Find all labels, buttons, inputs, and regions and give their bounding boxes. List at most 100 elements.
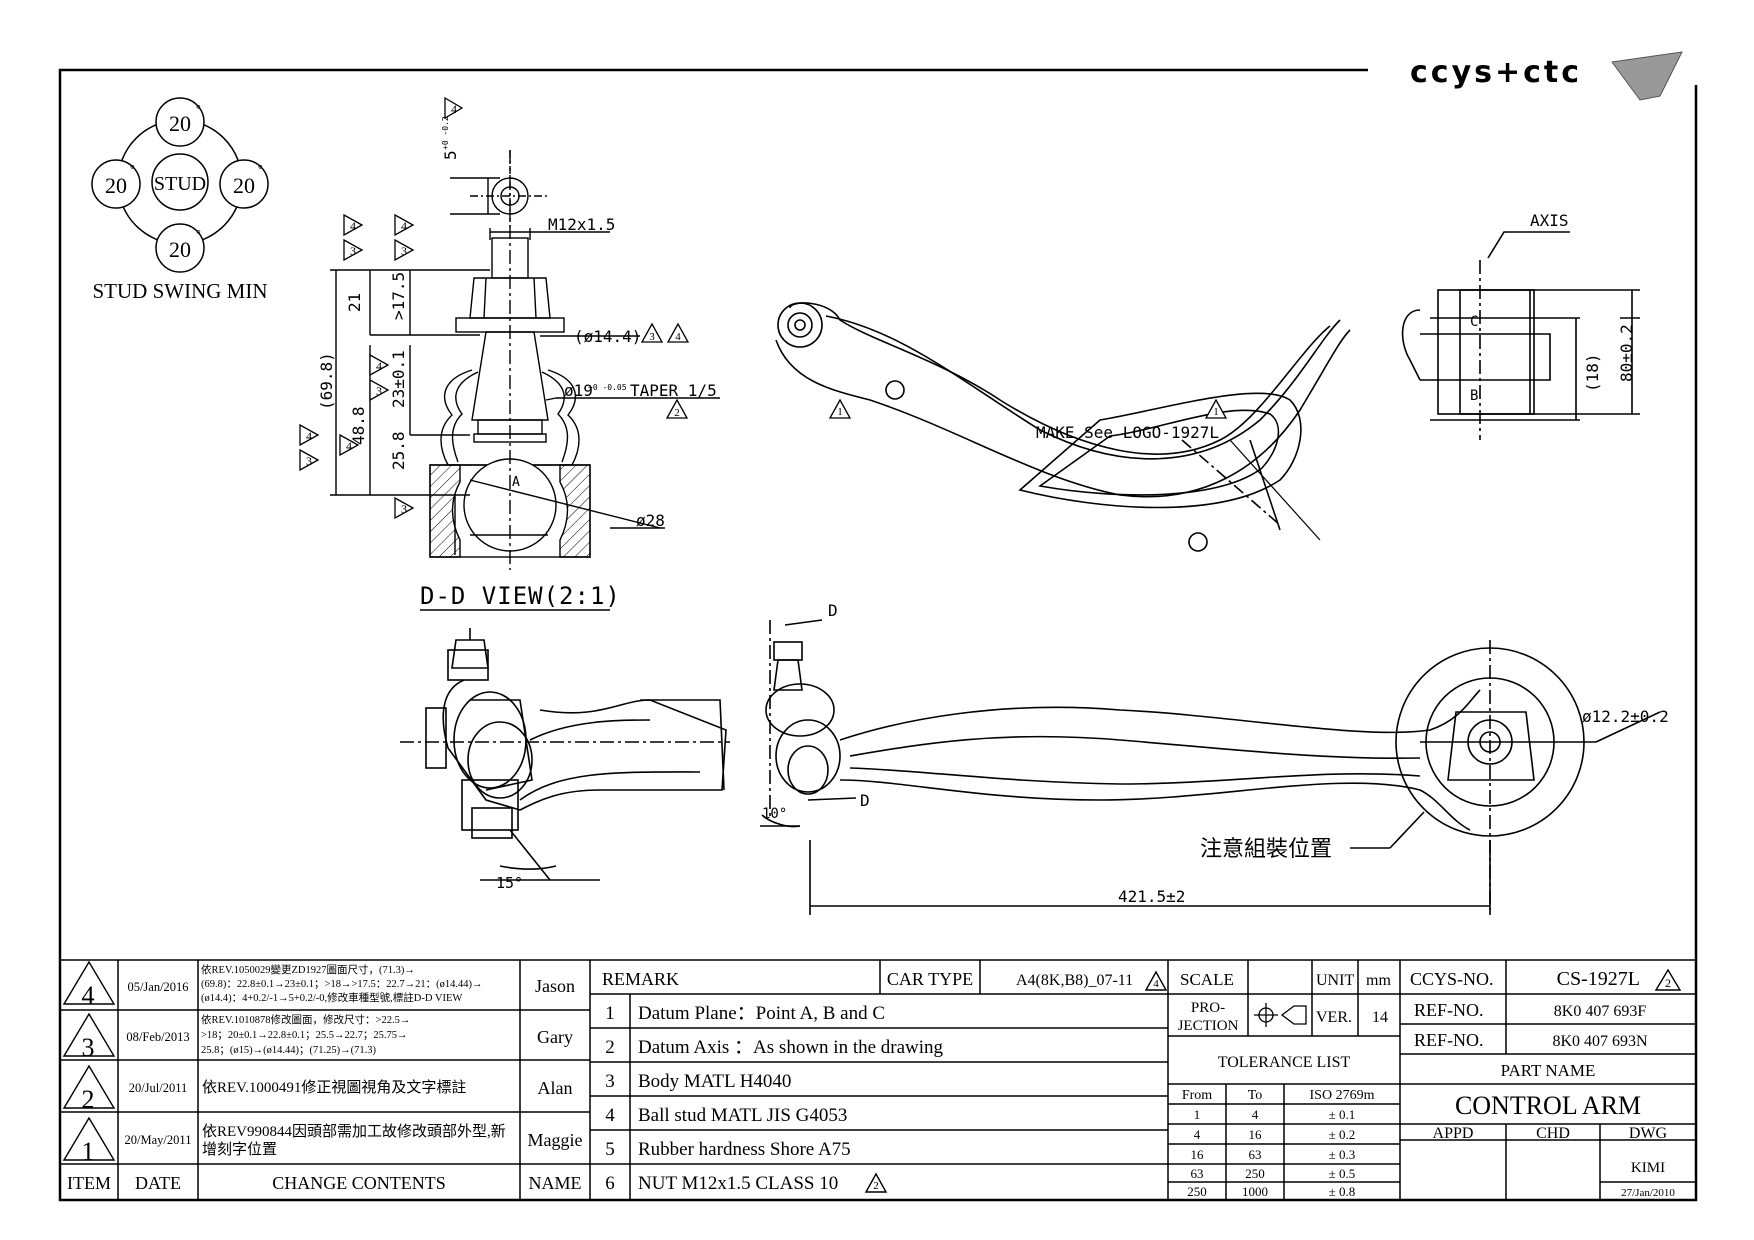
rev-row-4-line-1: 依REV990844因頭部需加工故修改頭部外型,新 [202,1123,506,1140]
rev-row-2-line-3: 25.8；(ø15)→(ø14.44)；(71.25)→(71.3) [201,1045,376,1056]
ccys-no-value: CS-1927L [1557,968,1640,990]
swing-deg-right: ° [258,162,263,176]
dim-18: (18) [1583,353,1602,392]
revision-table-triangles [62,960,1682,1193]
overall-length: 421.5±2 [1118,887,1185,906]
angle-15: 15° [496,874,523,892]
point-b: B [1470,388,1478,404]
swing-caption: STUD SWING MIN [93,279,268,303]
rev-row-3-line-1: 依REV.1000491修正視圖視角及文字標註 [202,1079,466,1096]
thread-size: M12x1.5 [548,215,615,234]
remark-3-text: Body MATL H4040 [638,1071,791,1092]
rev-row-2-line-2: >18；20±0.1→22.8±0.1；25.5→22.7；25.75→ [201,1030,407,1041]
car-type-value: A4(8K,B8)_07-11 [1016,972,1133,989]
stud-swing-diagram [91,97,269,273]
dia-28: ø28 [636,511,665,530]
dd-rev-c: 3 [350,244,356,258]
rev-row-2-date: 08/Feb/2013 [126,1030,189,1044]
dd-rev-h: 4 [306,429,312,443]
ref-no-value-1: 8K0 407 693F [1554,1003,1647,1020]
tol-1-val: ± 0.1 [1329,1107,1356,1122]
angle-10: 10° [762,806,787,822]
title-block-lines [60,959,1696,1200]
rev-row-1-line-3: (ø14.4)：4+0.2/-1→5+0.2/-0,修改車種型號,標註D-D V… [201,991,462,1004]
tol-5-val: ± 0.8 [1329,1184,1356,1199]
rev-row-1-name: Jason [535,976,575,996]
tol-3-to: 63 [1249,1147,1262,1162]
tol-2-to: 16 [1249,1127,1263,1142]
assembly-note: 注意組裝位置 [1200,837,1332,862]
swing-deg-left: ° [130,162,135,176]
dim-21: 21 [345,293,364,312]
remark-1-num: 1 [605,1003,615,1024]
drawer-name: KIMI [1631,1160,1665,1176]
dwg-label: DWG [1629,1125,1668,1142]
rev-header-contents: CHANGE CONTENTS [272,1173,446,1193]
tol-5-to: 1000 [1242,1184,1268,1199]
ver-value: 14 [1372,1009,1388,1026]
rev-row-3-name: Alan [538,1078,573,1098]
rev-header-date: DATE [135,1173,181,1193]
tol-2-val: ± 0.2 [1329,1127,1356,1142]
dd-rev-i: 3 [306,454,312,468]
projection-symbol-icon [1254,1003,1307,1027]
rev-row-1-line-1: 依REV.1050029變更ZD1927圖面尺寸，(71.3)→ [201,963,415,976]
dim-25-8: 25.8 [389,431,408,470]
rev-header-name: NAME [529,1173,582,1193]
rev-row-4-name: Maggie [528,1130,583,1150]
swing-deg-top: ° [196,102,201,116]
dim-80: 80±0.2 [1617,324,1636,382]
rev-row-3-date: 20/Jul/2011 [129,1081,188,1095]
unit-label: UNIT [1316,972,1354,989]
rev-row-1-line-2: (69.8)：22.8±0.1→23±0.1；>18→>17.5：22.7→21… [201,979,482,990]
control-arm-front-view [760,619,1661,915]
tolerance-title: TOLERANCE LIST [1218,1054,1351,1071]
rev-row-1-date: 05/Jan/2016 [127,980,188,994]
swing-top: 20 [169,111,191,136]
dim-5-tol: +0 -0.2 [441,116,450,150]
section-d-bottom: D [860,791,870,810]
rev-header-item: ITEM [67,1173,111,1193]
projection-label-1: PRO- [1191,1000,1225,1016]
dim-17-5: >17.5 [389,272,408,320]
part-name-value: CONTROL ARM [1455,1091,1641,1120]
remark-2-num: 2 [605,1037,615,1058]
car-type-label: CAR TYPE [887,969,973,989]
ccys-no-rev: 2 [1665,976,1671,990]
ver-label: VER. [1316,1009,1352,1026]
top-rev-1: 1 [837,406,843,418]
axis-label: AXIS [1530,211,1569,230]
tol-header-to: To [1248,1088,1263,1103]
section-d-top: D [828,601,838,620]
tol-4-to: 250 [1245,1166,1265,1181]
control-arm-side-view [400,628,730,881]
tol-4-from: 63 [1191,1166,1204,1181]
ref-no-label-1: REF-NO. [1414,1000,1484,1020]
dim-48-8: 48.8 [349,406,368,445]
remark-5-text: Rubber hardness Shore A75 [638,1139,851,1160]
remark-2-text: Datum Axis ：As shown in the drawing [638,1037,944,1058]
remark-4-num: 4 [605,1105,615,1126]
point-c: C [1470,314,1478,330]
brand-logo-mark [1611,51,1683,101]
dd-view-drawing [330,150,720,570]
remark-1-text: Datum Plane：Point A, B and C [638,1003,885,1024]
sheet-border [58,68,1698,1202]
swing-center: STUD [154,173,206,195]
dia-12-2: ø12.2±0.2 [1582,707,1669,726]
swing-deg-bottom: ° [196,227,201,241]
rev-row-1-item: 4 [82,981,95,1010]
tol-header-from: From [1182,1088,1212,1103]
remark-6-text: NUT M12x1.5 CLASS 10 [638,1173,838,1194]
taper-tol: +0 -0.05 [588,383,627,392]
tol-3-val: ± 0.3 [1329,1147,1356,1162]
chd-label: CHD [1536,1125,1570,1142]
drawn-date: 27/Jan/2010 [1621,1187,1675,1199]
remark-6-rev: 2 [873,1180,879,1192]
remark-label: REMARK [602,969,679,989]
dim-69-8: (69.8) [317,352,336,410]
logo-note-leader [1229,439,1321,541]
dd-rev-e: 3 [401,244,407,258]
unit-value: mm [1366,972,1391,989]
